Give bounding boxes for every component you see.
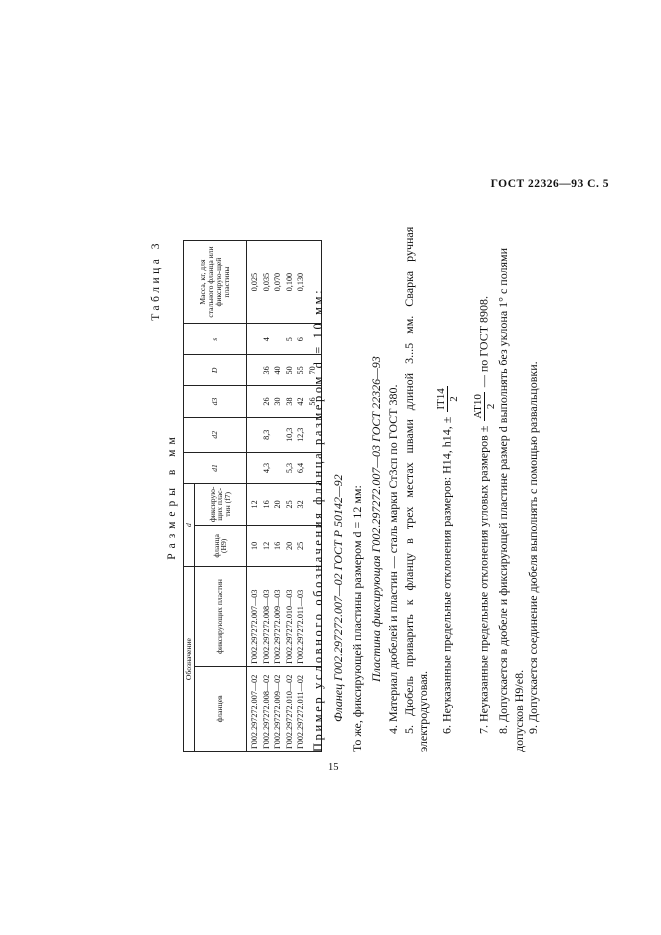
item-6-denominator: 2 xyxy=(448,396,461,402)
head-plate: фиксирующих пластин xyxy=(194,566,247,667)
cell-d-flange: 25 xyxy=(295,525,308,567)
cell-d3: 42 xyxy=(295,385,308,418)
cell-d3: 38 xyxy=(284,385,296,418)
item-7-end: — по ГОСТ 8908. xyxy=(476,295,491,388)
cell-d-plate: 20 xyxy=(272,483,285,526)
cell-d-flange: 12 xyxy=(261,525,273,567)
cell-plate: Г002.297272.010—03 xyxy=(284,566,296,667)
head-D: D xyxy=(183,354,247,386)
item-8: 8. Допускается в дюбеле и фиксирующей пл… xyxy=(496,247,510,734)
cell-plate: Г002.297272.008—03 xyxy=(261,566,273,667)
cell-D: 40 xyxy=(272,354,285,386)
cell-d2 xyxy=(246,417,262,453)
item-4: 4. Материал дюбелей и пластин — сталь ма… xyxy=(386,384,400,735)
item-6-numerator: IT14 xyxy=(435,386,449,412)
cell-d3: 26 xyxy=(261,385,273,418)
item-7: 7. Неуказанные предельные отклонения угл… xyxy=(472,296,497,734)
cell-d-plate: 32 xyxy=(295,483,308,526)
cell-d-plate: 25 xyxy=(284,483,296,526)
cell-mass: 0,070 xyxy=(272,240,285,324)
cell-flange: Г002.297272.007—02 xyxy=(246,666,262,752)
cell-d-plate: 16 xyxy=(261,483,273,526)
cell-mass: 0,130 xyxy=(295,240,308,324)
cell-flange: Г002.297272.011—02 xyxy=(295,666,308,752)
cell-d1: 4,3 xyxy=(261,452,273,484)
head-d1: d1 xyxy=(183,452,247,484)
cell-plate: Г002.297272.009—03 xyxy=(272,566,285,667)
head-d: d xyxy=(183,483,195,567)
item-6: 6. Неуказанные предельные отклонения раз… xyxy=(435,384,460,734)
cell-D: 55 xyxy=(295,354,308,386)
plate-designation: Пластина фиксирующая Г002.297272.007—03 … xyxy=(369,356,383,682)
item-6-text: 6. Неуказанные предельные отклонения раз… xyxy=(439,416,454,734)
dimensions-table: Обозначение d d1 d2 d3 D s Масса, кг, дл… xyxy=(183,240,322,752)
cell-D xyxy=(246,354,262,386)
table-label: Таблица 3 xyxy=(150,240,162,321)
head-d-flange: фланца (H9) xyxy=(194,525,247,567)
cell-d-flange: 10 xyxy=(246,525,262,567)
cell-plate: Г002.297272.011—03 xyxy=(295,566,308,667)
head-flange: фланцев xyxy=(194,666,247,752)
cell-d3 xyxy=(246,385,262,418)
head-d3: d3 xyxy=(183,385,247,418)
cell-d1 xyxy=(246,452,262,484)
table-row: Г002.297272.010—02 Г002.297272.010—03 20… xyxy=(284,240,296,752)
item-5: 5. Дюбель приварить к фланцу в трех мест… xyxy=(402,226,416,734)
item-9: 9. Допускается соединение дюбеля выполня… xyxy=(526,361,540,734)
cell-d1: 6,4 xyxy=(295,452,308,484)
cell-d3: 30 xyxy=(272,385,285,418)
cell-d2: 10,3 xyxy=(284,417,296,453)
cell-s xyxy=(272,323,285,355)
cell-s: 5 xyxy=(284,323,296,355)
head-mass: Масса, кг, для стального фланца или фикс… xyxy=(183,240,247,324)
cell-d-flange: 16 xyxy=(272,525,285,567)
table-row: Г002.297272.009—02 Г002.297272.009—03 16… xyxy=(272,240,285,752)
head-designation: Обозначение xyxy=(183,566,195,752)
flange-designation: Фланец Г002.297272.007—02 ГОСТ Р 50142—9… xyxy=(331,474,345,722)
cell-plate: Г002.297272.007—03 xyxy=(246,566,262,667)
table-row: Г002.297272.008—02 Г002.297272.008—03 12… xyxy=(261,240,273,752)
cell-s xyxy=(246,323,262,355)
cell-d2: 12,3 xyxy=(295,417,308,453)
table-row: Г002.297272.011—02 Г002.297272.011—03 25… xyxy=(295,240,308,752)
cell-mass: 0,025 xyxy=(246,240,262,324)
cell-s: 4 xyxy=(261,323,273,355)
cell-D: 36 xyxy=(261,354,273,386)
head-d2: d2 xyxy=(183,417,247,453)
table-row: Г002.297272.007—02 Г002.297272.007—03 10… xyxy=(246,240,262,752)
cell-s: 6 xyxy=(295,323,308,355)
cell-mass: 0,100 xyxy=(284,240,296,324)
cell-d1: 5,3 xyxy=(284,452,296,484)
same-plate-text: То же, фиксирующей пластины размером d =… xyxy=(350,485,364,752)
cell-flange: Г002.297272.009—02 xyxy=(272,666,285,752)
cell-d1 xyxy=(272,452,285,484)
item-5-continued: электродуговая. xyxy=(416,670,430,752)
item-7-text: 7. Неуказанные предельные отклонения угл… xyxy=(476,425,491,734)
item-7-numerator: AT10 xyxy=(472,392,486,421)
cell-d-plate: 12 xyxy=(246,483,262,526)
item-8-continued: допусков H9/e8. xyxy=(512,669,526,752)
head-d-plate: фиксирую-щих плас-тин (f7) xyxy=(194,483,247,526)
item-6-fraction: IT14 2 xyxy=(435,386,461,412)
item-7-fraction: AT10 2 xyxy=(472,392,497,421)
cell-mass: 0,035 xyxy=(261,240,273,324)
page-number: 15 xyxy=(328,762,339,773)
cell-flange: Г002.297272.008—02 xyxy=(261,666,273,752)
rotated-content: Таблица 3 Размеры в мм Обозначение d d1 … xyxy=(150,227,570,752)
cell-D: 50 xyxy=(284,354,296,386)
head-s: s xyxy=(183,323,247,355)
cell-flange: Г002.297272.010—02 xyxy=(284,666,296,752)
cell-d2 xyxy=(272,417,285,453)
cell-d2: 8,3 xyxy=(261,417,273,453)
example-heading: Пример условного обозначения фланца разм… xyxy=(311,287,325,752)
page-header: ГОСТ 22326—93 С. 5 xyxy=(490,178,609,190)
cell-d-flange: 20 xyxy=(284,525,296,567)
table-caption: Размеры в мм xyxy=(166,432,178,560)
